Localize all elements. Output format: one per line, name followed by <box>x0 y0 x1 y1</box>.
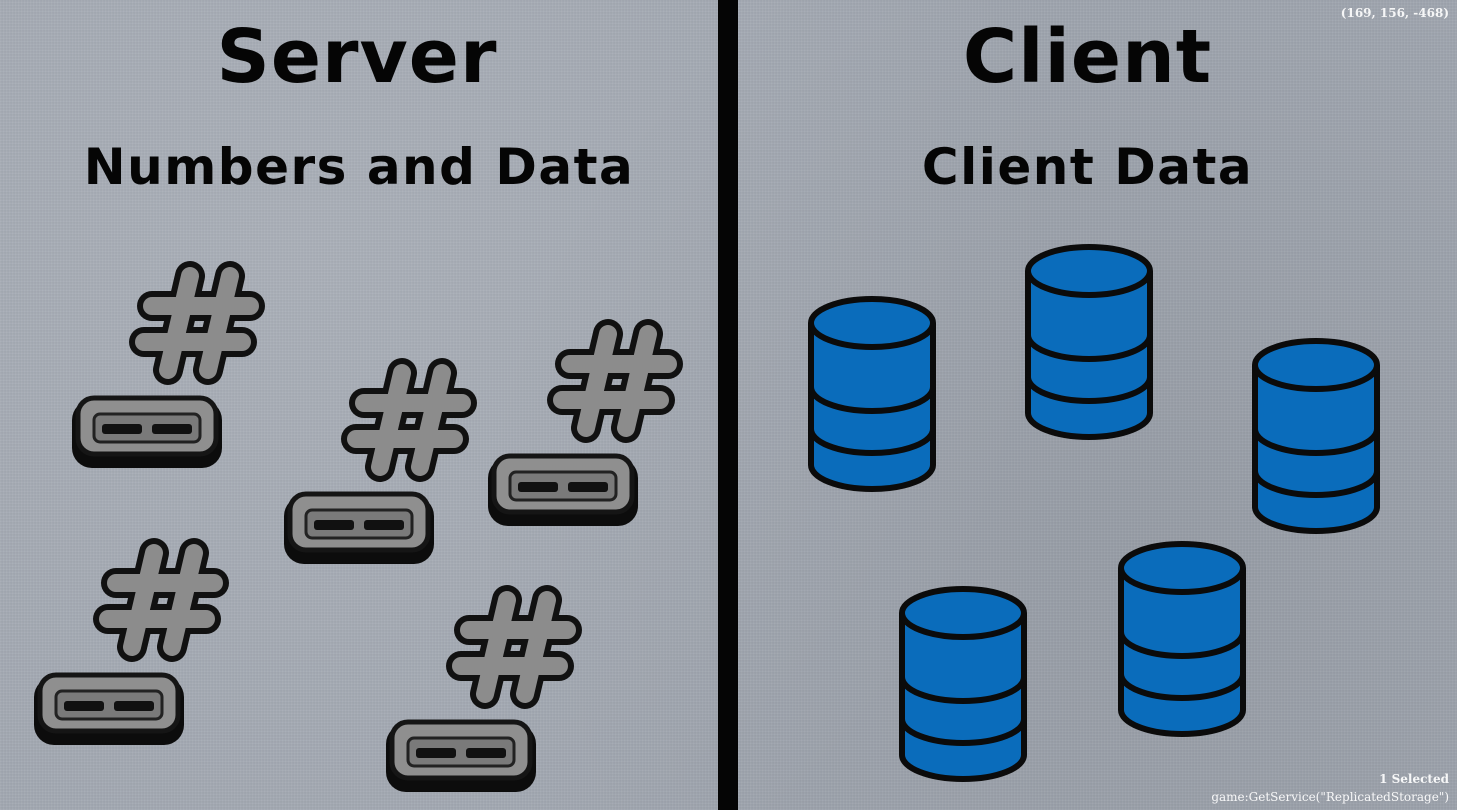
database-icon <box>811 299 933 489</box>
database-icon <box>902 589 1024 779</box>
number-box-icon <box>72 398 222 468</box>
server-panel: Server Numbers and Data <box>0 0 718 810</box>
hash-icon <box>356 373 462 467</box>
client-panel: Client Client Data <box>738 0 1457 810</box>
number-box-icon <box>386 722 536 792</box>
hash-icon <box>562 334 668 428</box>
hash-icon <box>144 276 250 370</box>
client-subtitle: Client Data <box>921 138 1254 196</box>
number-box-icon <box>488 456 638 526</box>
database-icon <box>1028 247 1150 437</box>
selection-path: game:GetService("ReplicatedStorage") <box>1211 790 1449 804</box>
number-box-icon <box>284 494 434 564</box>
hash-icon <box>108 553 214 647</box>
camera-coordinates: (169, 156, -468) <box>1340 6 1449 20</box>
selection-count: 1 Selected <box>1379 772 1449 786</box>
number-box-icon <box>34 675 184 745</box>
hash-icon <box>461 600 567 694</box>
panel-divider <box>718 0 738 810</box>
server-title: Server <box>216 14 498 100</box>
database-icon <box>1255 341 1377 531</box>
client-title: Client <box>962 14 1213 100</box>
database-icon <box>1121 544 1243 734</box>
server-subtitle: Numbers and Data <box>83 138 635 196</box>
